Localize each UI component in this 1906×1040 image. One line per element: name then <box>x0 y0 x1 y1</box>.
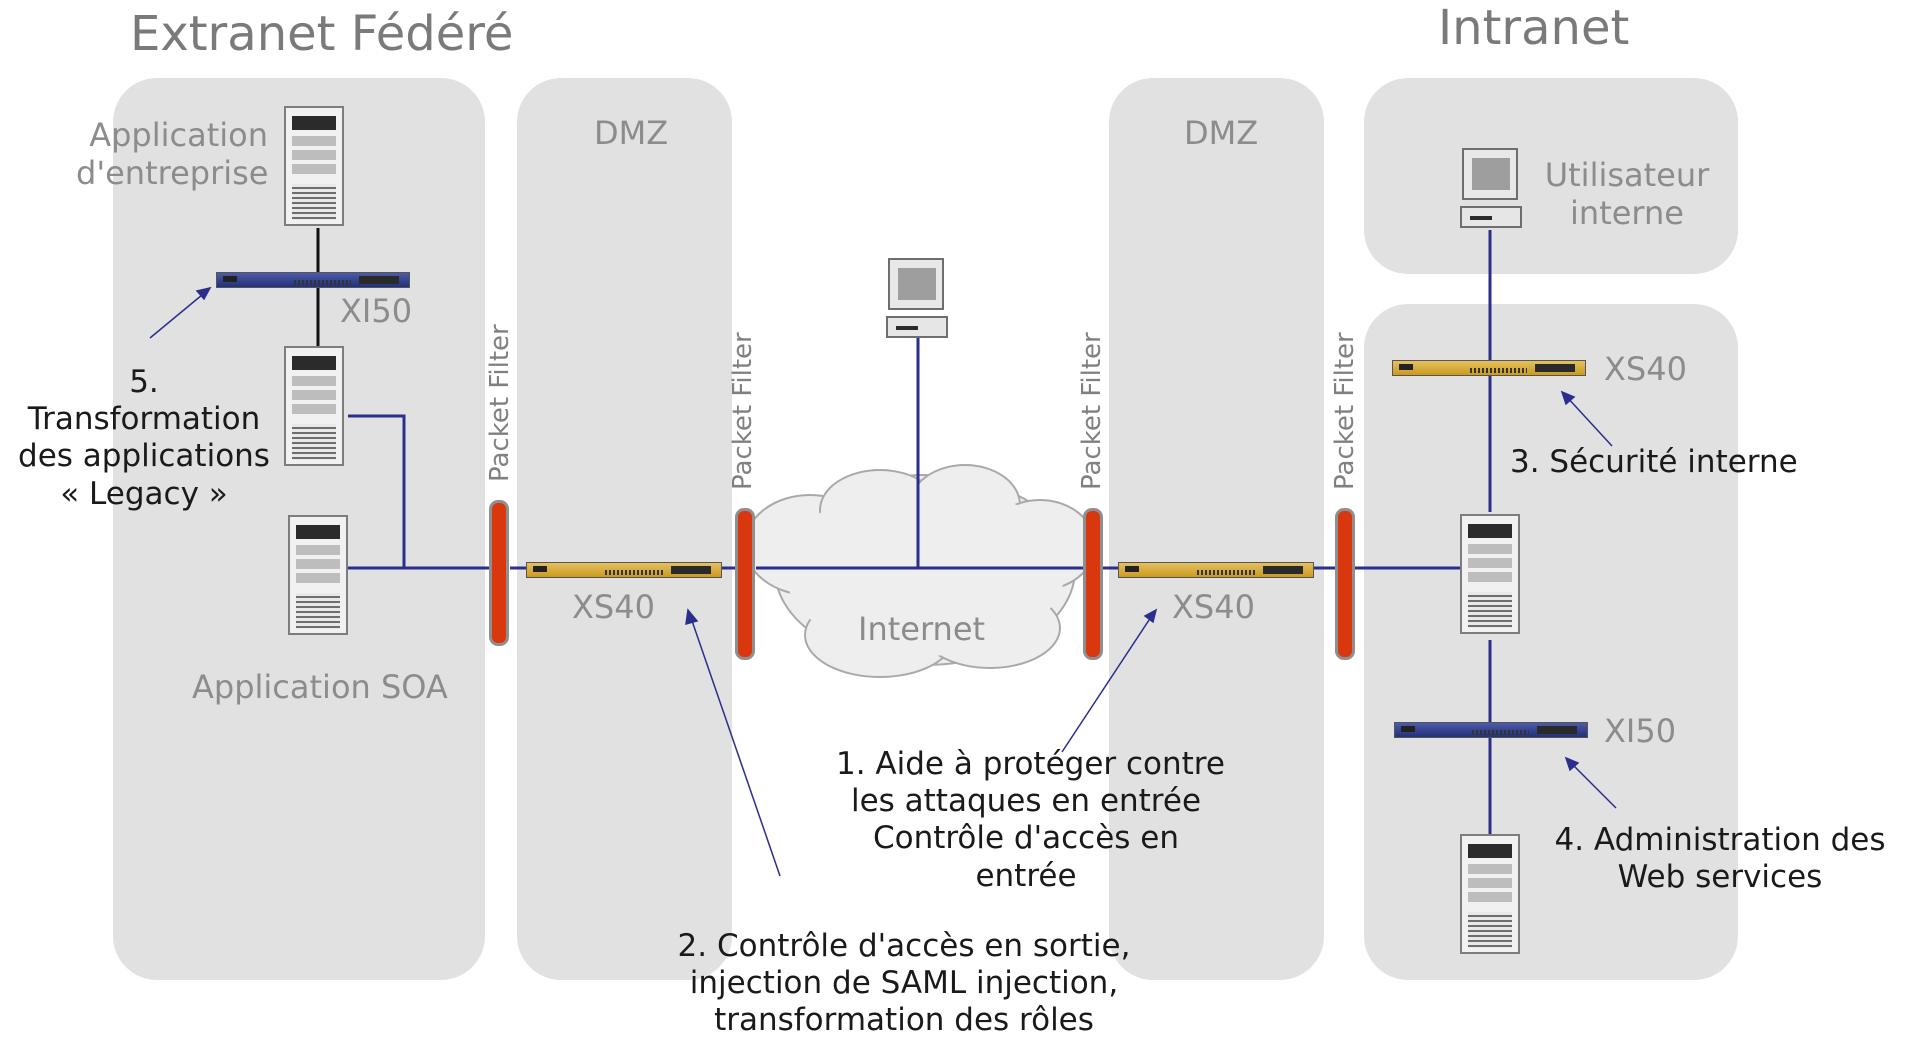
xs40-dmz-right-label: XS40 <box>1172 588 1255 626</box>
xs40-dmz-left-label: XS40 <box>572 588 655 626</box>
callout-1: 1. Aide à protéger contre les attaques e… <box>836 746 1225 894</box>
link-soa-bus <box>348 414 406 570</box>
server-web-services <box>1460 834 1520 954</box>
packet-filter-label-2: Packet Filter <box>728 332 758 490</box>
xi50-left-label: XI50 <box>340 292 413 330</box>
app-entreprise-label: Application d'entreprise <box>76 116 269 193</box>
callout-3: 3. Sécurité interne <box>1510 444 1798 480</box>
pc-internal-user <box>1460 148 1524 230</box>
server-legacy <box>284 346 344 466</box>
arrow-4 <box>1569 761 1617 809</box>
intranet-title: Intranet <box>1438 0 1630 56</box>
arrow-1 <box>1061 613 1154 753</box>
arrow-2 <box>689 614 781 877</box>
xs40-appliance-dmz-left <box>526 562 722 578</box>
packet-filter-label-1: Packet Filter <box>485 324 515 482</box>
arrow-5 <box>149 289 209 339</box>
zone-intranet-user <box>1364 78 1738 274</box>
zone-intranet-servers <box>1364 304 1738 980</box>
callout-4: 4. Administration des Web services <box>1554 822 1886 896</box>
zone-dmz-right <box>1109 78 1324 980</box>
xi50-appliance-intranet <box>1394 722 1588 738</box>
zone-dmz-left <box>517 78 732 980</box>
firewall-3 <box>1083 508 1103 660</box>
server-app-soa <box>288 515 348 635</box>
firewall-4 <box>1335 508 1355 660</box>
server-intranet-hub <box>1460 514 1520 634</box>
server-app-entreprise <box>284 106 344 226</box>
xi50-intranet-label: XI50 <box>1604 712 1677 750</box>
callout-2: 2. Contrôle d'accès en sortie, injection… <box>677 928 1131 1039</box>
callout-5: 5. Transformation des applications « Leg… <box>18 364 270 512</box>
xs40-appliance-intranet <box>1392 360 1586 376</box>
internet-label: Internet <box>858 610 986 648</box>
arrow-3 <box>1565 395 1613 447</box>
firewall-2 <box>735 508 755 660</box>
pc-internet-user <box>886 258 950 340</box>
packet-filter-label-4: Packet Filter <box>1330 332 1360 490</box>
utilisateur-label: Utilisateur interne <box>1544 156 1710 233</box>
extranet-title: Extranet Fédéré <box>130 6 514 62</box>
dmz-left-label: DMZ <box>594 114 669 152</box>
xs40-appliance-dmz-right <box>1118 562 1314 578</box>
firewall-1 <box>489 500 509 646</box>
dmz-right-label: DMZ <box>1184 114 1259 152</box>
internet-cloud <box>744 464 1096 678</box>
packet-filter-label-3: Packet Filter <box>1077 332 1107 490</box>
xs40-intranet-label: XS40 <box>1604 350 1687 388</box>
app-soa-label: Application SOA <box>192 668 448 706</box>
xi50-appliance-extranet <box>216 272 410 288</box>
